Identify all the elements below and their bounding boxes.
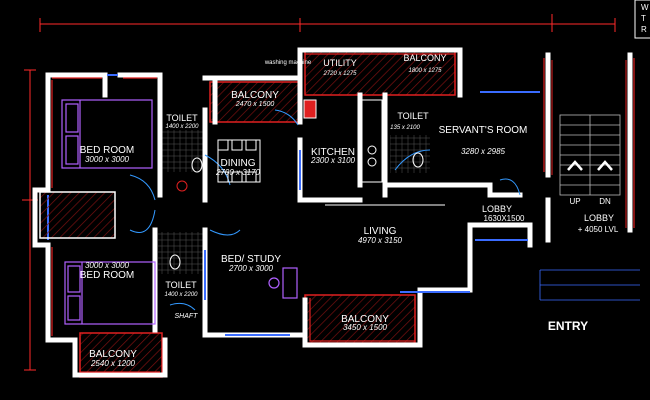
room-size: 2540 x 1200 (90, 359, 136, 368)
room-name: DINING (221, 158, 256, 169)
room-size: 1800 x 1275 (408, 68, 442, 74)
toilet-fixture-icon (169, 152, 424, 270)
room-size: 2700 x 3000 (228, 264, 274, 273)
title-block-line: T (641, 14, 646, 23)
desk-icon (268, 267, 298, 299)
room-size: 2470 x 1500 (235, 101, 275, 108)
wardrobe-icon (39, 191, 116, 239)
room-name: TOILET (397, 111, 429, 121)
red-wall-accents (51, 53, 635, 373)
room-name: UTILITY (323, 58, 357, 68)
room-size: 135 x 2100 (390, 125, 420, 131)
room-name: BALCONY (89, 349, 137, 360)
washing-machine-icon (303, 99, 317, 119)
room-name: BALCONY (341, 314, 389, 325)
room-size: 1400 x 2200 (164, 292, 198, 298)
title-block-line: R (641, 25, 647, 34)
title-block-line: W (641, 3, 649, 12)
room-size: 3000 x 3000 (85, 155, 130, 164)
room-size: 1400 x 2200 (165, 124, 199, 130)
toilet-grids (158, 130, 430, 274)
room-size: 4970 x 3150 (358, 236, 403, 245)
room-name: BED ROOM (80, 270, 134, 281)
room-name: TOILET (166, 113, 198, 123)
room-name: KITCHEN (311, 147, 355, 158)
kitchen-counter-icon (361, 99, 383, 183)
stair-up-label: UP (569, 197, 580, 206)
room-name: TOILET (165, 280, 197, 290)
room-name: LIVING (364, 226, 397, 237)
dining-table-icon (217, 139, 261, 183)
room-name: BED ROOM (80, 145, 134, 156)
room-name: LOBBY (482, 204, 512, 214)
bed-icon (64, 261, 156, 325)
entry-steps (539, 269, 640, 301)
room-name: SHAFT (175, 313, 199, 320)
room-size: 3280 x 2985 (461, 147, 506, 156)
entry-label: ENTRY (548, 319, 588, 333)
room-size: 3450 x 1500 (343, 323, 388, 332)
bed-icon (61, 99, 153, 169)
room-name: washing machine (264, 60, 312, 66)
room-size: 2300 x 3100 (310, 156, 356, 165)
title-block: W T R (634, 0, 650, 39)
room-size: 2700 x 3170 (215, 168, 261, 177)
room-size: 2720 x 1275 (322, 71, 357, 77)
room-name: SERVANT'S ROOM (439, 125, 528, 136)
stair-down-label: DN (599, 197, 611, 206)
stair-icon (559, 114, 621, 196)
room-size: 1630X1500 (484, 214, 525, 223)
room-name: BED/ STUDY (221, 254, 281, 265)
stair-red-marks (551, 60, 627, 228)
balcony-hatches (79, 49, 456, 378)
room-name: LOBBY (584, 213, 614, 223)
room-name: BALCONY (231, 90, 279, 101)
room-size: 3000 x 3000 (85, 261, 130, 270)
room-labels: BED ROOM 3000 x 3000 TOILET 1400 x 2200 … (80, 53, 619, 368)
room-name: BALCONY (403, 53, 446, 63)
room-level: + 4050 LVL (578, 225, 619, 234)
